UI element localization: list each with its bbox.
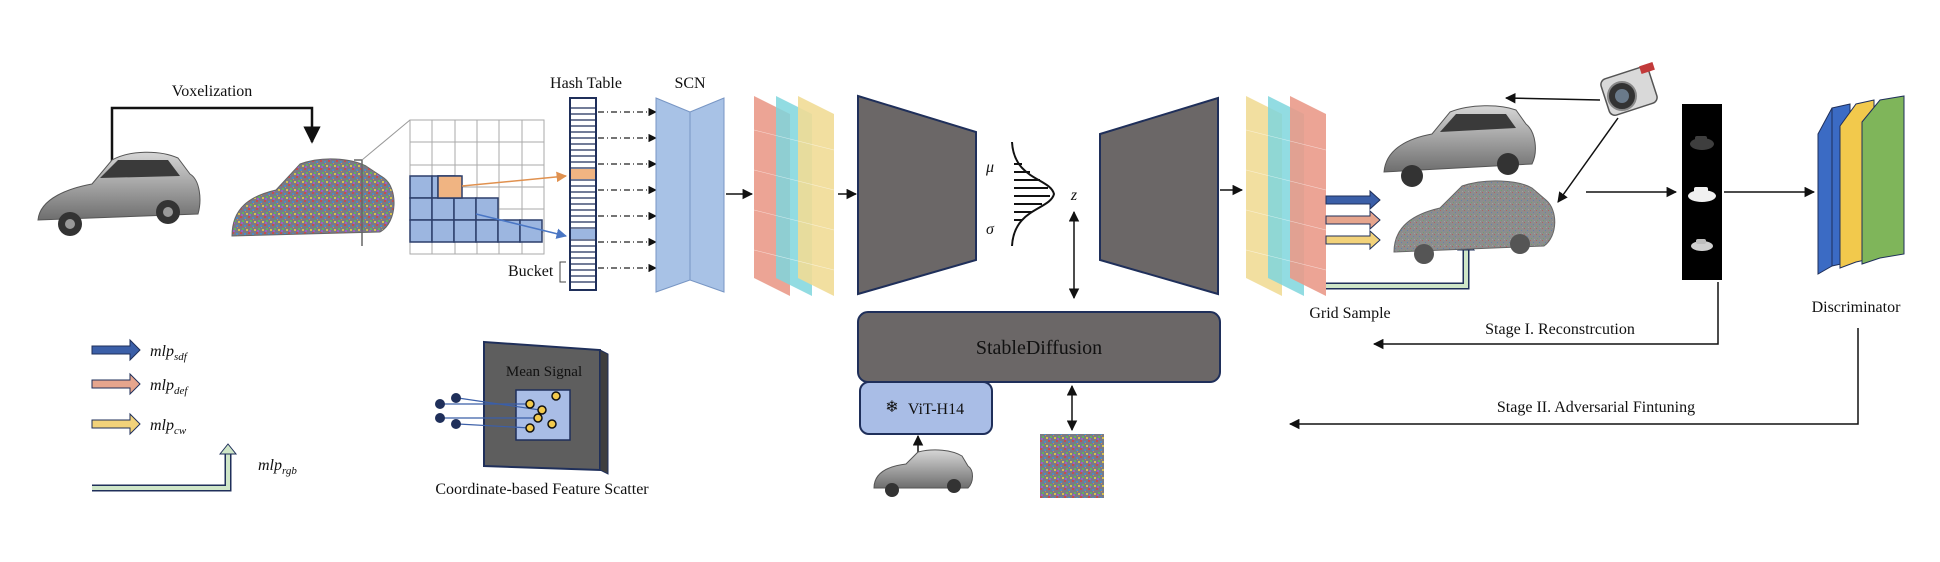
zoom-line bbox=[361, 119, 411, 161]
hash-table: Hash Table bbox=[508, 75, 657, 291]
hash-slot-orange bbox=[571, 169, 595, 179]
reconstructed-car-textured bbox=[1383, 105, 1536, 187]
feature-scatter-label: Coordinate-based Feature Scatter bbox=[435, 481, 649, 498]
decoder bbox=[1099, 96, 1219, 296]
legend-label-rgb: mlprgb bbox=[258, 457, 297, 477]
stage1-label: Stage I. Reconstrcution bbox=[1485, 321, 1635, 338]
legend-arrow-def bbox=[91, 372, 141, 396]
triplane-features-input bbox=[753, 96, 858, 296]
occupied-voxels bbox=[409, 175, 543, 243]
latent-distribution: μ σ z bbox=[985, 141, 1080, 300]
snowflake-icon: ❄ bbox=[885, 399, 898, 416]
triplane-features-output bbox=[1245, 96, 1327, 296]
stable-diffusion-label: StableDiffusion bbox=[976, 337, 1102, 359]
vit-block: ❄ ViT-H14 bbox=[859, 381, 993, 435]
hash-table-label: Hash Table bbox=[550, 75, 622, 92]
stable-diffusion-block: StableDiffusion bbox=[857, 311, 1221, 383]
voxelization-stage: Voxelization bbox=[37, 83, 411, 246]
voxelized-car bbox=[231, 158, 395, 237]
mean-signal-label: Mean Signal bbox=[506, 364, 582, 380]
bucket-bracket bbox=[559, 261, 566, 283]
voxel-to-hash-arrow-blue bbox=[475, 213, 568, 239]
camera-icon bbox=[1600, 62, 1658, 116]
legend: mlpsdf mlpdef mlpcw mlprgb bbox=[91, 338, 297, 492]
rendered-silhouettes bbox=[1682, 104, 1722, 280]
highlighted-voxel bbox=[437, 175, 463, 199]
legend-arrow-rgb bbox=[92, 443, 238, 492]
scn-label: SCN bbox=[674, 75, 706, 92]
noise-image bbox=[1040, 434, 1104, 498]
legend-arrow-cw bbox=[91, 412, 141, 436]
input-car-mesh bbox=[37, 151, 201, 236]
feature-scatter: Mean Signal Coordinate-based Feature Sca… bbox=[435, 340, 649, 498]
hash-slot-blue bbox=[571, 229, 595, 239]
legend-label-cw: mlpcw bbox=[150, 417, 187, 437]
grid-sample-label: Grid Sample bbox=[1309, 305, 1390, 322]
legend-label-def: mlpdef bbox=[150, 377, 189, 397]
legend-label-sdf: mlpsdf bbox=[150, 343, 189, 363]
voxel-grid bbox=[409, 119, 568, 255]
sigma-label: σ bbox=[986, 221, 995, 238]
stage1-arrow bbox=[1372, 282, 1719, 350]
camera-to-mesh-arrow bbox=[1557, 117, 1619, 203]
camera-to-car-arrow bbox=[1504, 92, 1601, 104]
voxelization-label: Voxelization bbox=[172, 83, 253, 100]
vit-label: ViT-H14 bbox=[908, 401, 964, 418]
mean-signal-window bbox=[515, 389, 571, 441]
discriminator-label: Discriminator bbox=[1812, 299, 1902, 316]
z-label: z bbox=[1070, 187, 1078, 204]
discriminator: Discriminator bbox=[1812, 95, 1905, 316]
bucket-label: Bucket bbox=[508, 263, 554, 280]
stage2-arrow bbox=[1288, 328, 1859, 430]
encoder bbox=[857, 94, 977, 296]
voxelization-arrow bbox=[110, 106, 321, 180]
scn-block: SCN bbox=[655, 75, 754, 293]
stage2-label: Stage II. Adversarial Fintuning bbox=[1497, 399, 1695, 416]
scatter-points bbox=[435, 393, 461, 429]
reconstructed-car-geometry bbox=[1393, 180, 1556, 264]
legend-arrow-sdf bbox=[91, 338, 141, 362]
scatter-targets bbox=[525, 391, 561, 433]
mu-label: μ bbox=[985, 159, 994, 176]
conditioning-car-image bbox=[873, 449, 973, 497]
voxel-to-hash-arrow-orange bbox=[461, 171, 568, 187]
hash-to-scn-arrows bbox=[598, 107, 657, 273]
